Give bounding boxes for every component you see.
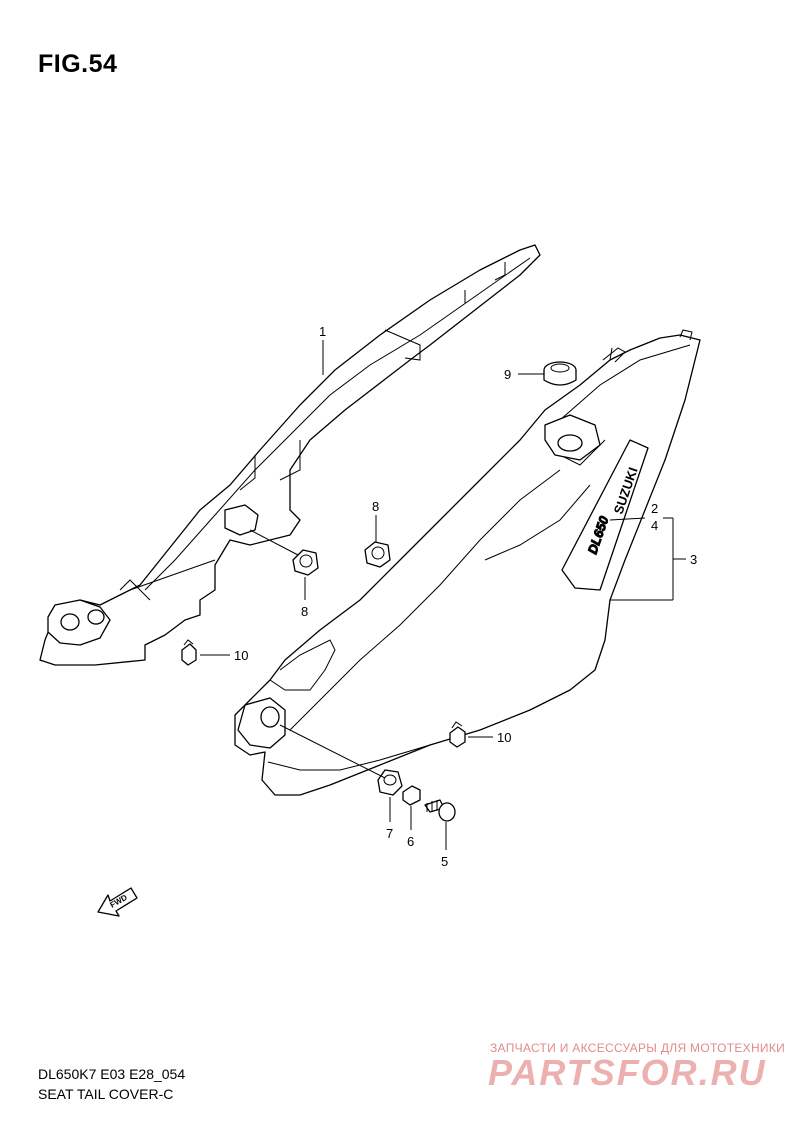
callout-1: 1 <box>319 324 326 339</box>
bolt-5 <box>424 799 456 822</box>
section-name: SEAT TAIL COVER-C <box>38 1086 174 1102</box>
callout-3: 3 <box>690 552 697 567</box>
grommet-9 <box>543 361 577 386</box>
watermark-logo: PARTSFOR.RU <box>488 1052 767 1093</box>
callout-7: 7 <box>386 826 393 841</box>
model-code: DL650K7 E03 E28_054 <box>38 1066 186 1082</box>
callout-8-left: 8 <box>301 604 308 619</box>
callout-9: 9 <box>504 367 511 382</box>
left-seat-tail-cover <box>39 244 541 666</box>
callout-4: 4 <box>651 518 658 533</box>
figure-title: FIG.54 <box>38 50 118 78</box>
cushion-8-center <box>364 541 391 568</box>
leader-lines <box>200 340 686 850</box>
cushion-8-left <box>292 549 319 576</box>
spacer-6 <box>402 785 421 806</box>
callout-5: 5 <box>441 854 448 869</box>
callout-10-left: 10 <box>234 648 248 663</box>
fwd-arrow-icon: FWD <box>97 887 138 917</box>
callout-8-center: 8 <box>372 499 379 514</box>
right-seat-tail-cover: DL650 SUZUKI <box>234 329 701 796</box>
callout-6: 6 <box>407 834 414 849</box>
clip-10-left <box>181 639 197 666</box>
callout-10-right: 10 <box>497 730 511 745</box>
watermark-tagline: ЗАПЧАСТИ И АКСЕССУАРЫ ДЛЯ МОТОТЕХНИКИ <box>490 1041 786 1055</box>
cushion-7 <box>377 769 403 796</box>
callout-2: 2 <box>651 501 658 516</box>
clip-10-right <box>449 721 466 748</box>
